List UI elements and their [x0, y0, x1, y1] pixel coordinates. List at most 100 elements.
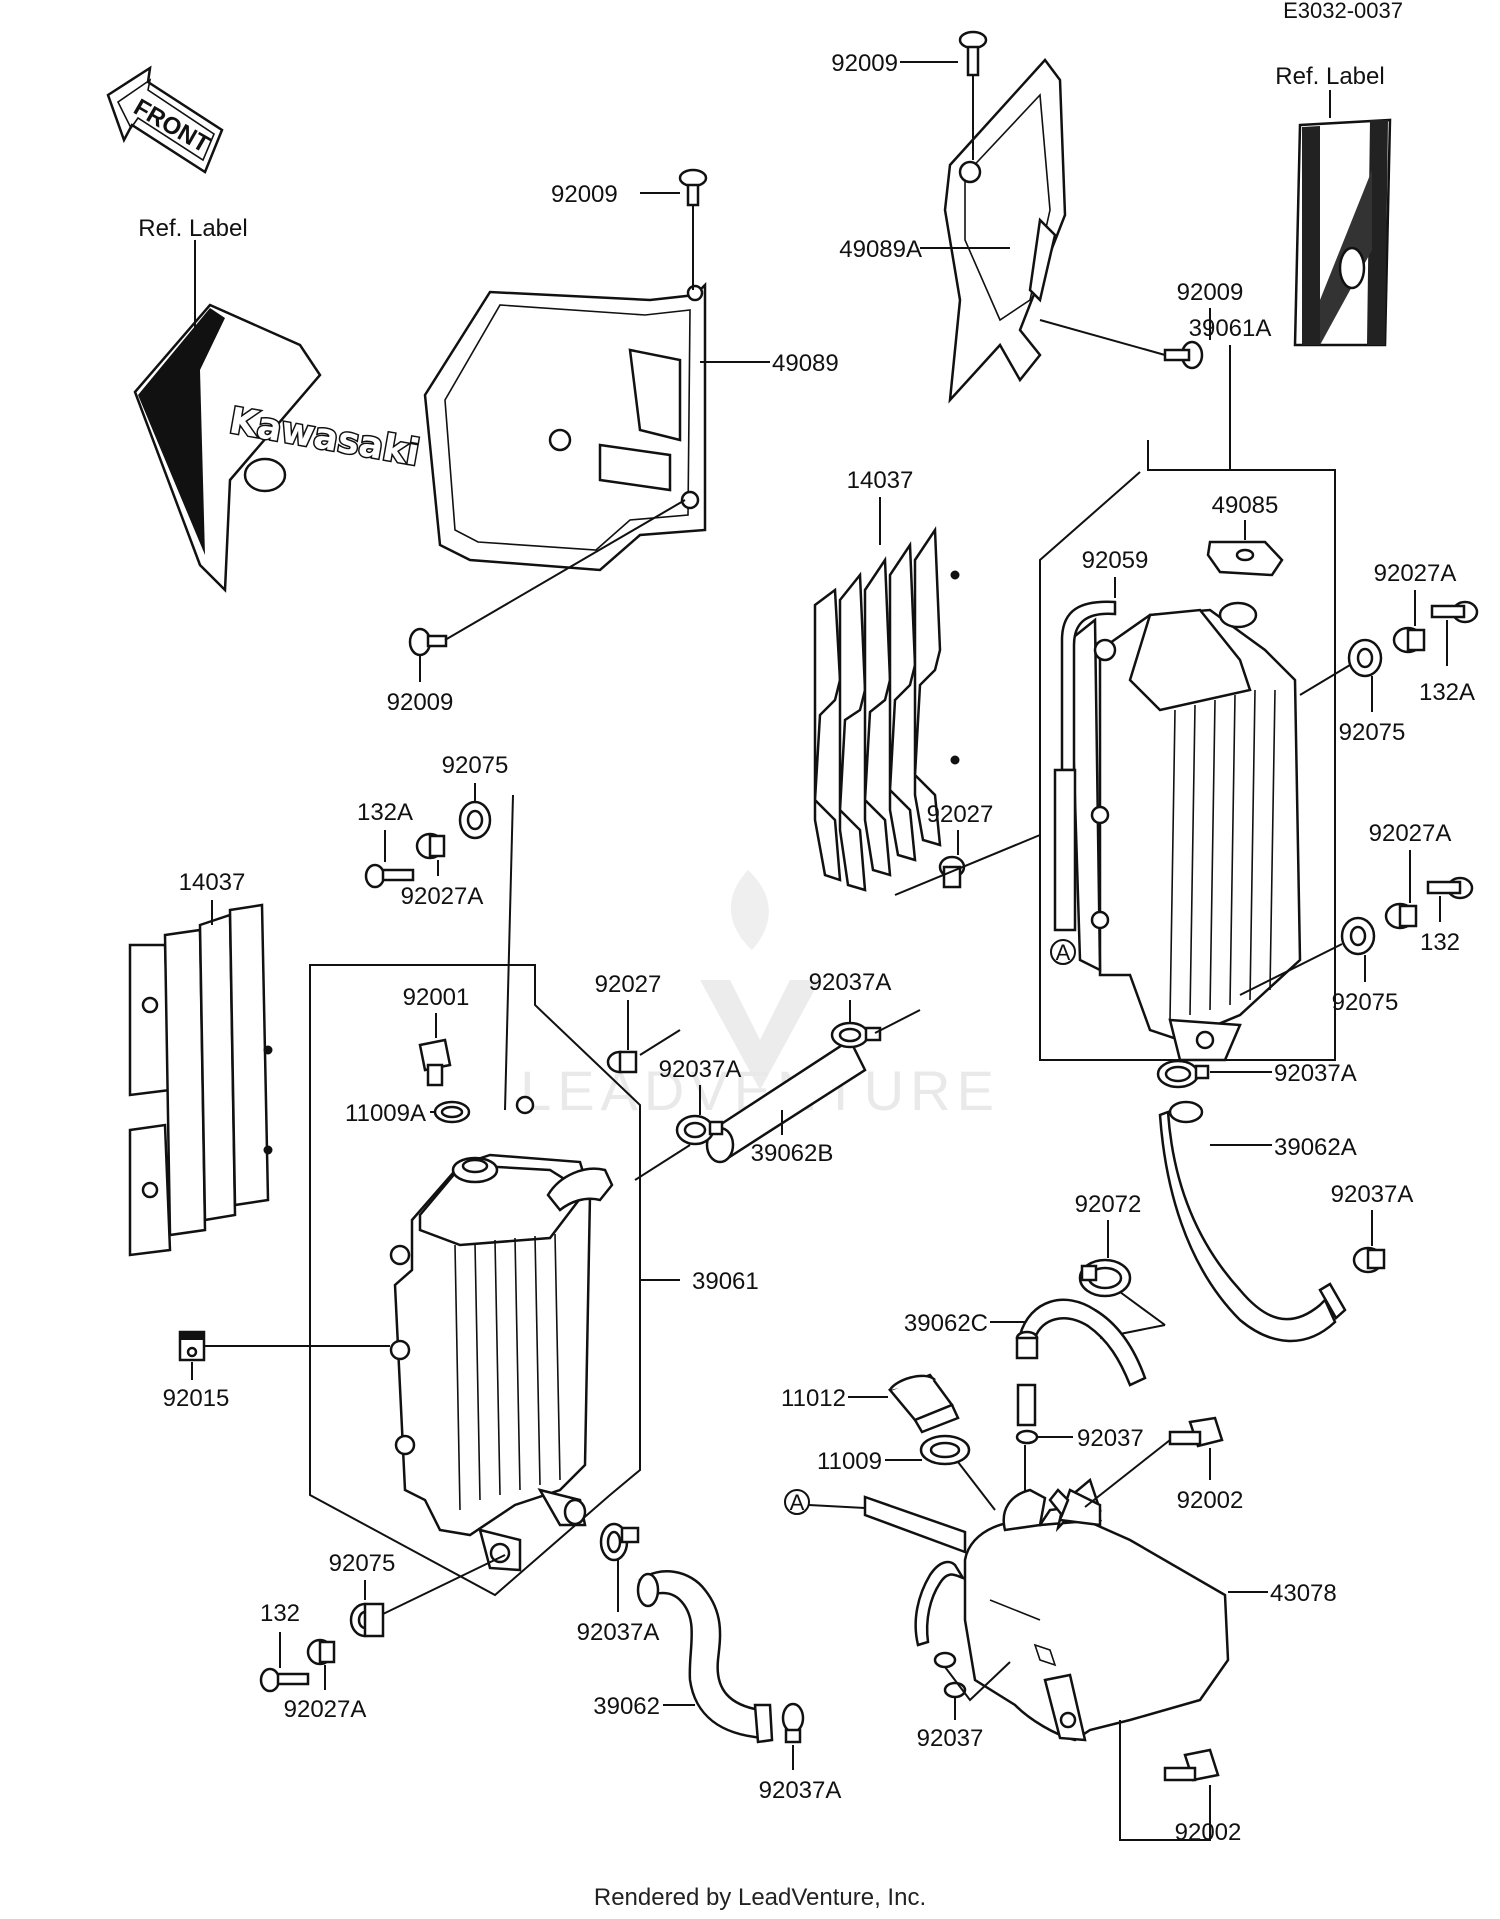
overflow-tube [1053, 600, 1117, 932]
collar-icon [1384, 902, 1418, 930]
clip-icon [933, 1651, 967, 1699]
watermark: LEADVENTURE [520, 870, 994, 1122]
callout-92015: 92015 [163, 1385, 230, 1412]
breather-hose [1018, 1298, 1147, 1387]
collar-icon [606, 1050, 638, 1074]
hose-clamp-icon [1352, 1246, 1386, 1274]
collar-icon [1392, 626, 1426, 654]
callout-92027A-r1: 92027A [1374, 560, 1457, 587]
ref-a-marker-2: A [790, 1490, 805, 1515]
callout-ref-label-right: Ref. Label [1275, 63, 1384, 90]
callout-92075-r1: 92075 [1339, 719, 1406, 746]
ref-label-decal-left: Kawasaki [133, 303, 424, 593]
clip-icon [178, 1330, 206, 1362]
callout-43078: 43078 [1270, 1580, 1337, 1607]
radiator-right [1068, 601, 1302, 1062]
bolt-icon [1163, 1748, 1220, 1782]
callout-92037A-r: 92037A [1274, 1060, 1357, 1087]
callout-49089A: 49089A [839, 236, 922, 263]
footer-credit: Rendered by LeadVenture, Inc. [594, 1884, 926, 1911]
radiator-shroud-left [423, 281, 707, 572]
callout-ref-label-left: Ref. Label [138, 215, 247, 242]
callout-132-r: 132 [1420, 929, 1460, 956]
grommet-icon [349, 1602, 385, 1638]
callout-49089: 49089 [772, 350, 839, 377]
callout-92037A-l: 92037A [577, 1619, 660, 1646]
callout-11012: 11012 [781, 1385, 846, 1412]
collar-icon [415, 832, 446, 860]
grommet-icon [1347, 638, 1383, 678]
hose-clamp-icon [675, 1114, 724, 1146]
callout-92037-a: 92037 [1077, 1425, 1144, 1452]
callout-92059: 92059 [1082, 547, 1149, 574]
callout-39061A: 39061A [1189, 315, 1272, 342]
callout-39062B: 39062B [751, 1140, 834, 1167]
diagram-code: E3032-0037 [1283, 0, 1403, 23]
callout-92037A-c1: 92037A [809, 969, 892, 996]
hose-clamp-icon [599, 1522, 640, 1562]
callout-92009-bottom-left: 92009 [387, 689, 454, 716]
ref-a-marker: A [1056, 940, 1071, 965]
callout-49085: 49085 [1212, 492, 1279, 519]
callout-92037-b: 92037 [917, 1725, 984, 1752]
callout-39062: 39062 [593, 1693, 660, 1720]
bolt-icon [1039, 319, 1204, 370]
callout-92037A-r2: 92037A [1331, 1181, 1414, 1208]
callout-132A-l: 132A [357, 799, 413, 826]
hose-clamp-icon [1078, 1258, 1132, 1298]
callout-39062C: 39062C [904, 1310, 988, 1337]
radiator-grille-left [128, 903, 273, 1257]
callout-39061: 39061 [692, 1268, 759, 1295]
assembly-bracket-39061 [309, 964, 641, 1597]
hose-clamp-icon [830, 1021, 882, 1049]
bolt-icon [958, 30, 988, 160]
clip-icon [1015, 1429, 1039, 1445]
callout-132-l: 132 [260, 1600, 300, 1627]
callout-11009A: 11009A [345, 1100, 426, 1127]
radiator-hose-right [1158, 1110, 1337, 1343]
callout-92009-top-left: 92009 [551, 181, 618, 208]
callout-11009: 11009 [817, 1448, 882, 1475]
drain-bolt-icon [418, 1038, 452, 1087]
assembly-bracket-39061A [1039, 455, 1336, 1061]
ref-label-decal-right [1293, 118, 1392, 347]
callout-92009-top-right: 92009 [831, 50, 898, 77]
grommet-icon [458, 800, 492, 840]
grommet-icon [1340, 916, 1376, 956]
hose-clamp-icon [781, 1702, 805, 1744]
callout-92027-r: 92027 [927, 801, 994, 828]
reservoir-hose [914, 1560, 966, 1647]
bolt-icon [1430, 600, 1479, 624]
callout-132A-r: 132A [1419, 679, 1475, 706]
hose-clamp-icon [1156, 1059, 1210, 1089]
callout-92002-b: 92002 [1175, 1819, 1242, 1846]
callout-14037-left: 14037 [179, 869, 246, 896]
bolt-icon [259, 1667, 310, 1693]
bolt-icon [1426, 876, 1474, 900]
callout-92075-l2: 92075 [329, 1550, 396, 1577]
callout-92027-l: 92027 [595, 971, 662, 998]
radiator-hose-center [705, 1038, 867, 1164]
radiator-left [389, 1095, 614, 1572]
collar-icon [306, 1638, 336, 1666]
callout-92037A-b: 92037A [759, 1777, 842, 1804]
rubber-cushion [1206, 540, 1284, 577]
callout-92027A-r2: 92027A [1369, 820, 1452, 847]
reservoir-tank [963, 1477, 1230, 1742]
radiator-grille-right [813, 526, 960, 892]
reference-a-icon [1050, 939, 1076, 965]
callout-92002-a: 92002 [1177, 1487, 1244, 1514]
callout-92075-l1: 92075 [442, 752, 509, 779]
o-ring-icon [919, 1434, 971, 1466]
bolt-icon [678, 168, 708, 290]
reference-a-icon [784, 1489, 810, 1515]
callout-92075-r2: 92075 [1332, 989, 1399, 1016]
radiator-shroud-right [943, 58, 1067, 404]
bolt-icon [364, 863, 415, 889]
callout-92027A-l1: 92027A [401, 883, 484, 910]
bolt-icon [1168, 1416, 1224, 1448]
callout-92009-mid-right: 92009 [1177, 279, 1244, 306]
callout-14037-right: 14037 [847, 467, 914, 494]
